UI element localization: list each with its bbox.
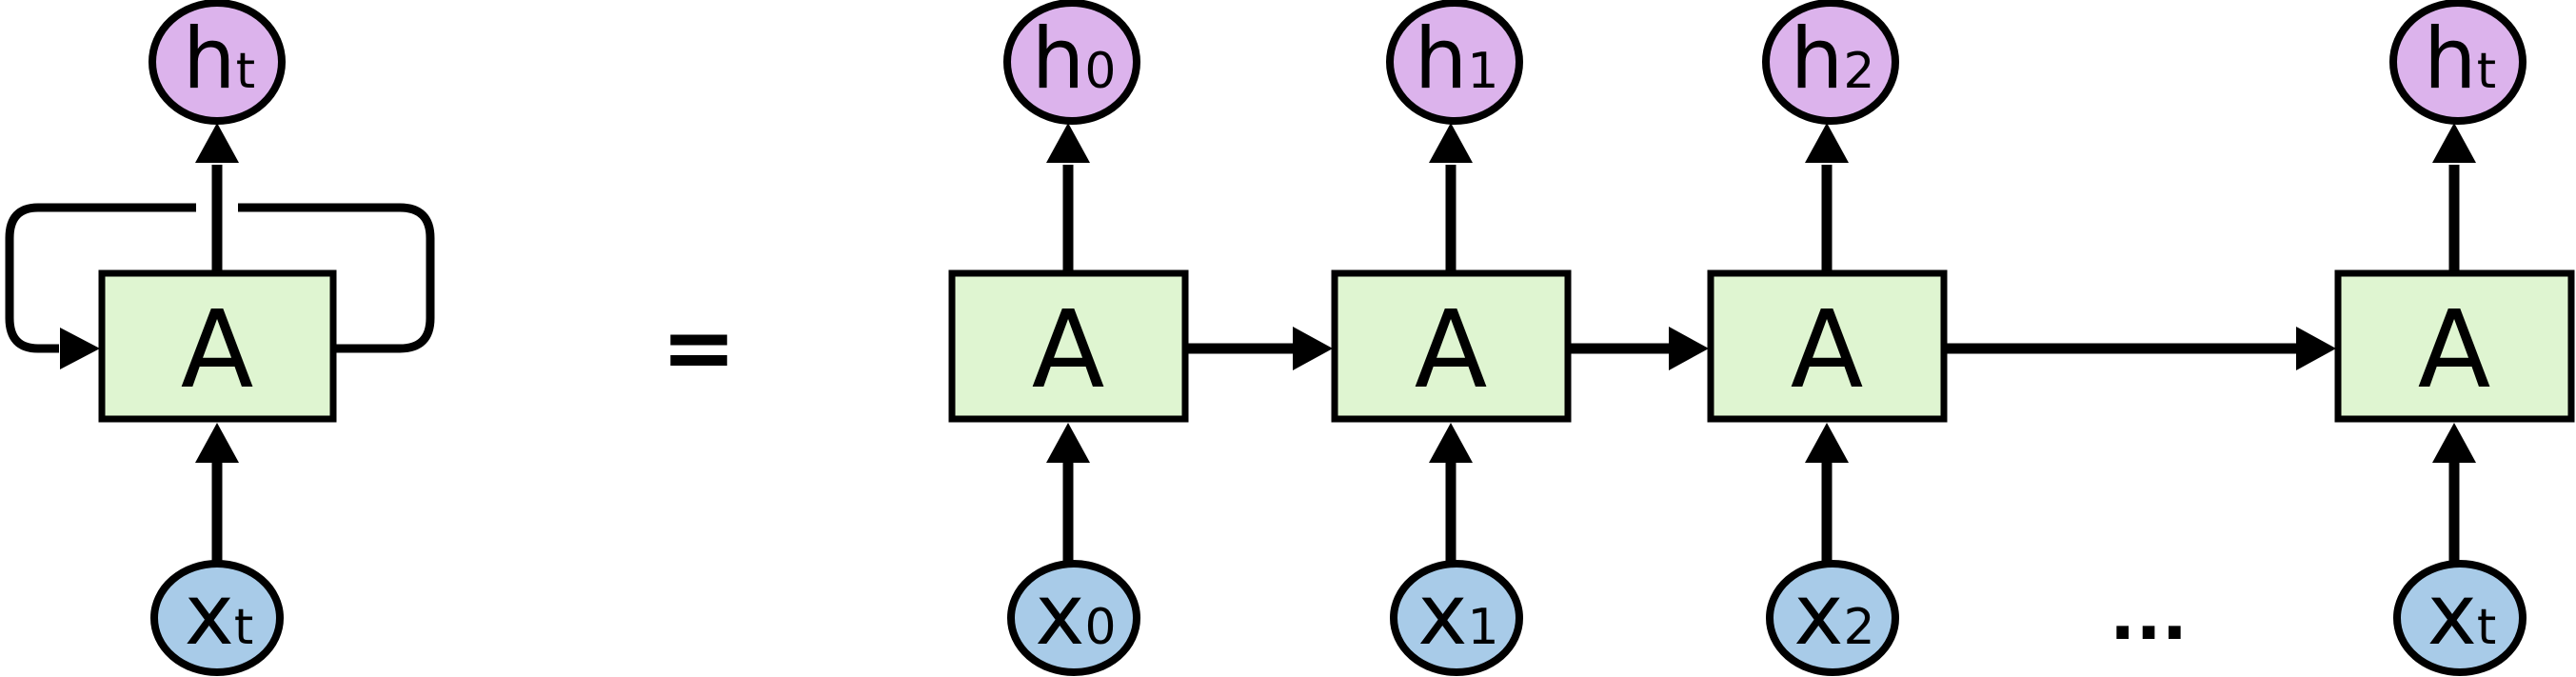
hidden-state-label: h0 (1032, 10, 1117, 108)
cell-box (1331, 269, 1572, 423)
cell-label: A (181, 289, 254, 412)
cell-label: A (1032, 289, 1105, 412)
state-connector-arrow (1568, 327, 1709, 370)
hidden-arrowhead (2432, 123, 2476, 163)
input-arrowhead (1429, 423, 1473, 463)
hidden-arrowhead (1429, 123, 1473, 163)
hidden-state-node (1386, 0, 1523, 125)
input-node (1390, 560, 1523, 676)
hidden-state-label: ht (183, 10, 255, 108)
cell-label: A (1791, 289, 1864, 412)
hidden-arrowhead (1805, 123, 1849, 163)
unrolled-unit-t: A ht xt (2334, 0, 2575, 676)
hidden-state-node (1762, 0, 1899, 125)
cell-label: A (1415, 289, 1488, 412)
hidden-arrowhead (195, 123, 239, 163)
rolled-unit: A ht xt (5, 0, 435, 676)
hidden-state-label: h1 (1415, 10, 1499, 108)
hidden-state-node (149, 0, 286, 125)
input-arrowhead (1046, 423, 1090, 463)
input-label: x1 (1417, 566, 1498, 664)
unrolled-unit-0: A h0 x0 (948, 0, 1189, 676)
input-label: xt (185, 566, 253, 664)
unrolled-unit-2: A h2 x2 (1707, 0, 1948, 676)
hidden-state-node (2389, 0, 2526, 125)
cell-box (948, 269, 1189, 423)
input-node (1007, 560, 1140, 676)
input-arrowhead (2432, 423, 2476, 463)
input-arrowhead (195, 423, 239, 463)
input-node (2393, 560, 2526, 676)
ellipsis: ... (2110, 575, 2188, 655)
input-arrowhead (1805, 423, 1849, 463)
input-node (150, 560, 284, 676)
state-connector-arrow (1185, 327, 1333, 370)
cell-box (1707, 269, 1948, 423)
input-label: x2 (1793, 566, 1874, 664)
recurrent-loop-arrowhead (60, 328, 100, 369)
unrolled-unit-1: A h1 x1 (1331, 0, 1572, 676)
state-connector-arrow-long (1944, 327, 2336, 370)
hidden-arrowhead (1046, 123, 1090, 163)
hidden-state-label: h2 (1791, 10, 1875, 108)
cell-box (98, 269, 337, 423)
input-label: xt (2427, 566, 2496, 664)
cell-label: A (2418, 289, 2491, 412)
hidden-state-node (1003, 0, 1140, 125)
hidden-state-label: ht (2424, 10, 2496, 108)
input-label: x0 (1035, 566, 1116, 664)
input-node (1766, 560, 1899, 676)
equals-sign: = (661, 296, 737, 401)
cell-box (2334, 269, 2575, 423)
